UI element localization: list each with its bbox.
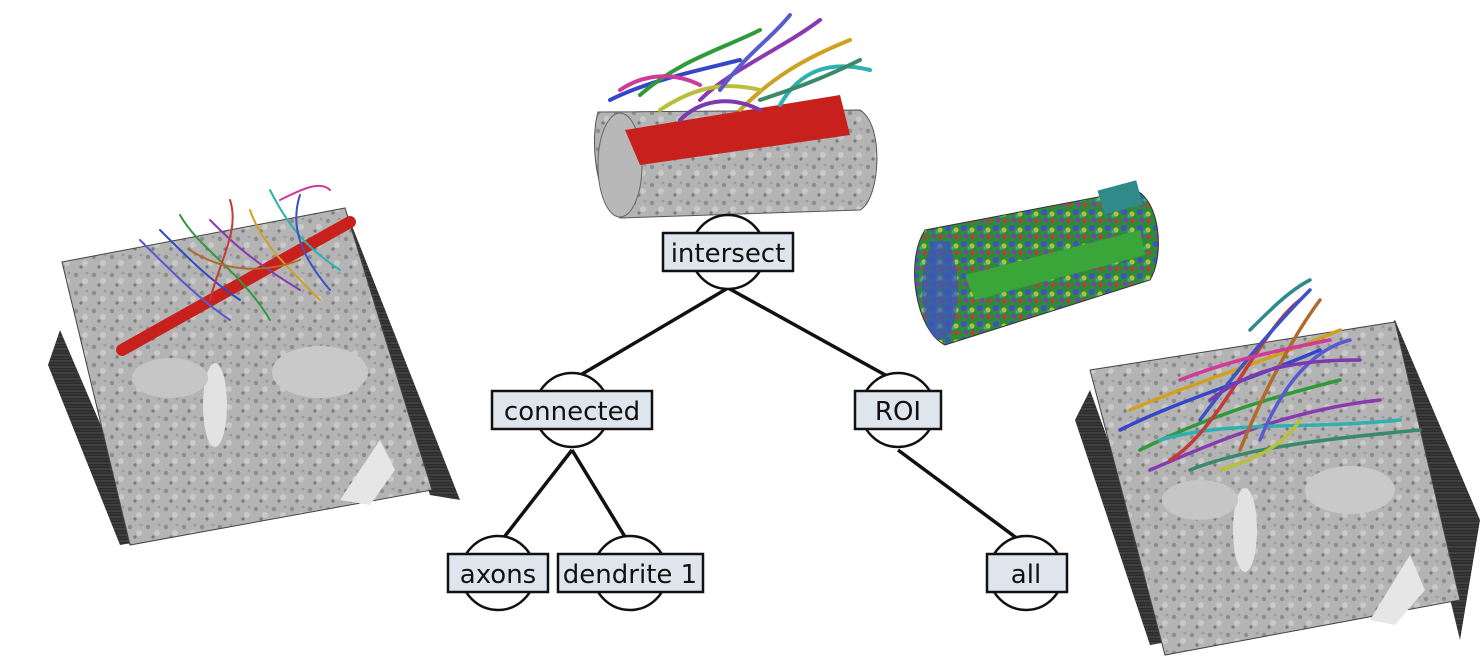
right-cylinder-block: [1097, 180, 1143, 215]
right-cylinder: [914, 180, 1159, 346]
left-vessel-2: [340, 440, 395, 505]
left-nucleus: [132, 358, 208, 398]
node-intersect-label: intersect: [671, 239, 786, 269]
edge-connected-axons: [496, 448, 574, 547]
node-all: all: [985, 534, 1069, 612]
edge-intersect-connected: [571, 286, 729, 382]
right-neurites: [1118, 278, 1422, 472]
right-cylinder-cap: [922, 240, 958, 340]
right-nucleus: [1162, 480, 1238, 520]
node-roi-box: [853, 389, 943, 431]
node-connected: connected: [490, 371, 654, 449]
right-vessel-2: [1370, 555, 1425, 625]
left-nucleus-2: [272, 346, 368, 398]
left-vessel: [203, 363, 227, 447]
right-em-stack: [1075, 278, 1480, 656]
left-stack-slice: [61, 207, 433, 546]
left-stack-right: [340, 208, 460, 500]
node-all-label: all: [1011, 560, 1041, 590]
node-roi: ROI: [853, 371, 943, 449]
node-axons-box: [446, 552, 550, 594]
right-green-dendrite: [965, 230, 1145, 300]
top-neurites: [608, 13, 872, 122]
top-red-dendrite: [625, 95, 850, 165]
edge-roi-all: [896, 448, 1028, 547]
left-red-dendrite: [116, 216, 356, 356]
node-dendrite-box: [556, 552, 705, 594]
edge-intersect-roi: [727, 286, 899, 384]
tree-edges: [496, 286, 1028, 547]
node-axons-label: axons: [460, 560, 536, 590]
node-connected-label: connected: [504, 397, 640, 427]
node-intersect: intersect: [661, 213, 795, 291]
edge-connected-dendrite: [570, 449, 632, 546]
node-connected-box: [490, 389, 654, 431]
node-all-box: [985, 552, 1069, 594]
node-dendrite: dendrite 1: [556, 534, 705, 612]
node-dendrite-label: dendrite 1: [563, 560, 697, 590]
left-axons: [139, 184, 341, 321]
node-axons: axons: [446, 534, 550, 612]
right-vessel: [1233, 488, 1257, 572]
right-nucleus-2: [1305, 466, 1395, 514]
left-em-stack: [48, 184, 460, 546]
node-roi-label: ROI: [875, 397, 921, 427]
top-cylinder: [593, 13, 878, 219]
node-intersect-box: [661, 231, 795, 273]
